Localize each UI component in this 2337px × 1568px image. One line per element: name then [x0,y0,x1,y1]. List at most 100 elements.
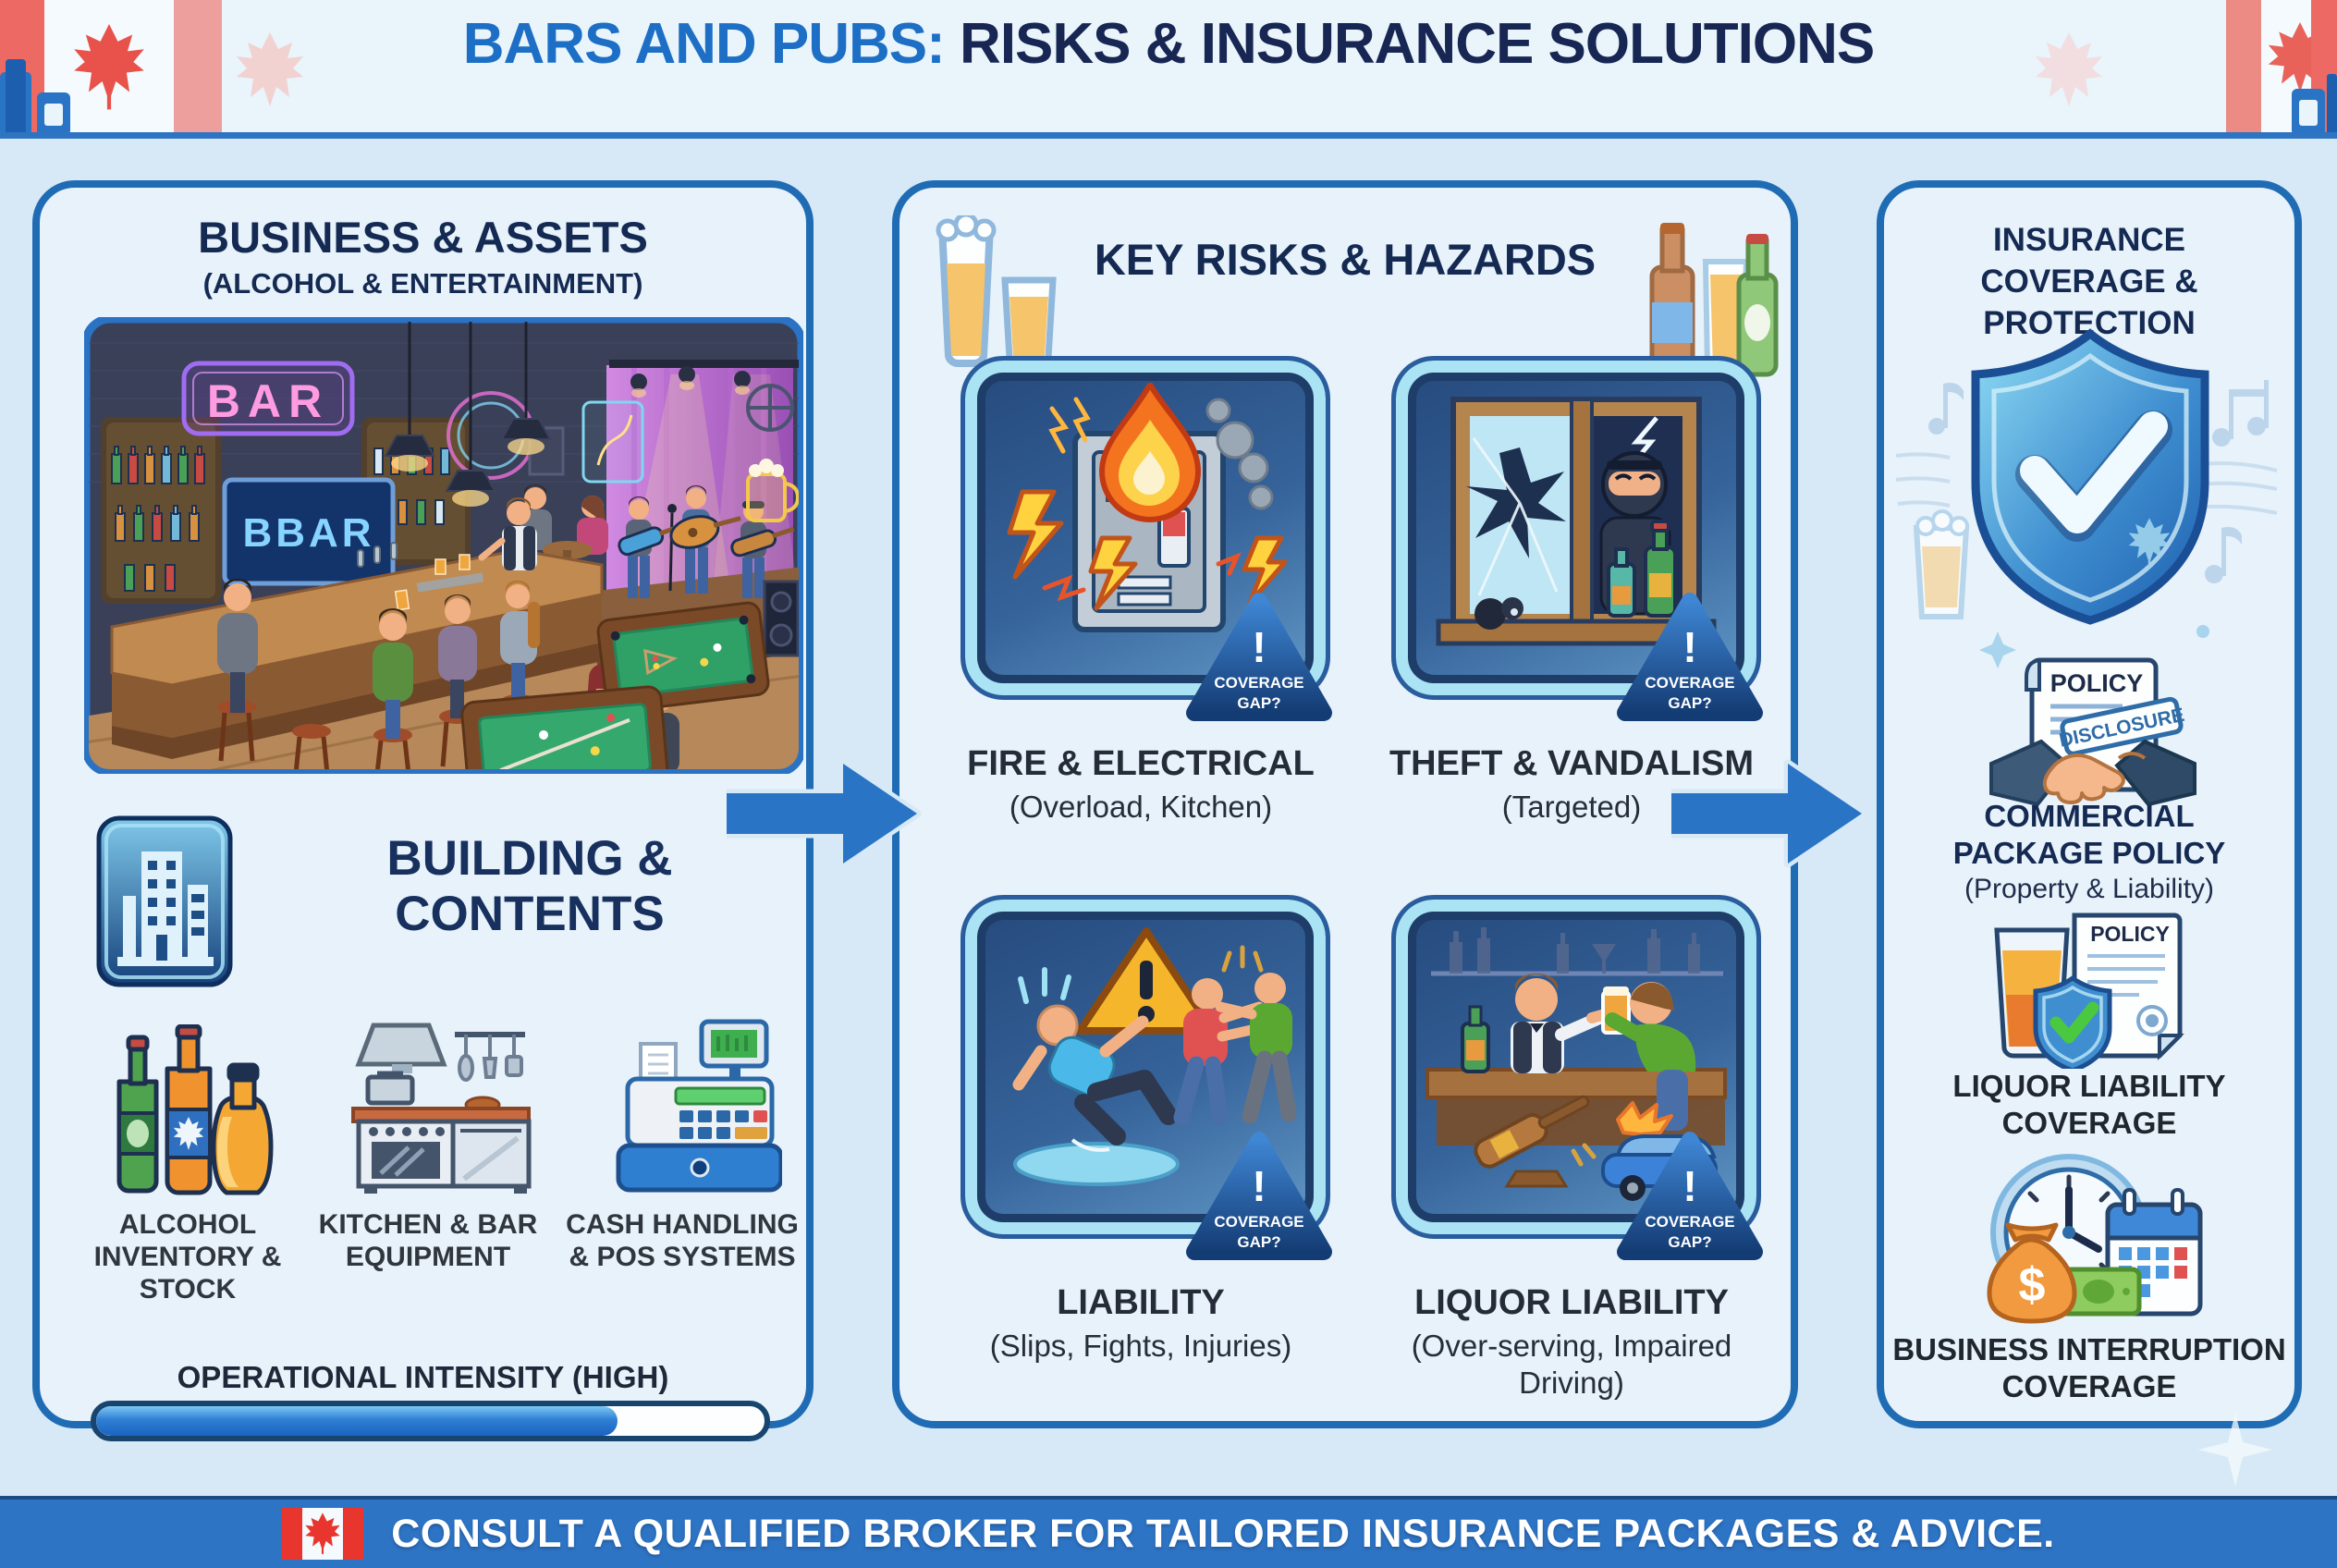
page-title-blue: BARS AND PUBS: [462,12,946,76]
risk-label-liquor: LIQUOR LIABILITY (Over-serving, Impaired… [1411,1283,1732,1400]
cash-register-icon [616,1019,782,1193]
screen-sign-text: BBAR [242,510,374,556]
money-bag-icon: $ [1987,1222,2077,1324]
svg-text:COVERAGE: COVERAGE [1645,1213,1734,1231]
asset-label: CASH HANDLING & POS SYSTEMS [566,1209,799,1272]
flame-icon [1099,383,1201,522]
buildings-decor-icon [0,59,70,136]
arrow-right-icon [727,759,922,868]
maple-leaf-icon [74,24,144,110]
bartender-icon [1511,974,1610,1073]
lightning-bolt-icon [1007,489,1288,611]
risk-label-liability: LIABILITY (Slips, Fights, Injuries) [989,1283,1292,1363]
canada-flag-icon [282,1508,364,1560]
footer-band: CONSULT A QUALIFIED BROKER FOR TAILORED … [0,1496,2337,1568]
coverage-commercial-label: COMMERCIAL PACKAGE POLICY (Property & Li… [1952,799,2226,904]
coverage-gap-badge: ! COVERAGE GAP? [1186,593,1332,721]
devices-decor-icon [2292,74,2337,136]
coverage-gap-badge: ! COVERAGE GAP? [1617,593,1763,721]
risk-label-fire: FIRE & ELECTRICAL (Overload, Kitchen) [967,744,1315,824]
crowbar-icon [1474,597,1523,630]
handshake-policy-icon: POLICY DISCLOSURE [1989,657,2196,807]
building-icon [96,815,233,987]
stove-icon [350,1023,531,1194]
page-title-dark: RISKS & INSURANCE SOLUTIONS [944,12,1875,76]
pool-table [460,685,669,769]
svg-text:!: ! [1682,1162,1696,1210]
band-members [618,485,795,598]
wheel-decor [746,384,794,432]
svg-text:GAP?: GAP? [1237,694,1280,712]
liquor-coverage-icon: POLICY [1994,913,2184,1069]
mini-shield-check-icon [2033,974,2112,1069]
svg-text:!: ! [1252,623,1266,671]
shelf-bottles [1450,927,1700,974]
beer-glasses-icon [936,215,1057,367]
svg-text:$: $ [2019,1258,2046,1312]
sparkle-icon [2198,1413,2272,1487]
coverage-gap-badge: ! COVERAGE GAP? [1617,1132,1763,1260]
building-contents-row: BUILDING & CONTENTS [95,815,779,990]
business-title: BUSINESS & ASSETS [198,213,648,262]
customer-icon [1605,982,1696,1131]
intensity-progress [91,1401,770,1441]
risk-label-theft: THEFT & VANDALISM (Targeted) [1389,744,1755,824]
arrow-right-icon [1671,759,1866,868]
svg-text:COVERAGE: COVERAGE [1645,674,1734,692]
risk-tile-theft: ! COVERAGE GAP? [1391,356,1763,721]
neon-sign-text: BAR [207,375,329,427]
beer-glasses [394,554,471,611]
smoke-icon [1205,398,1274,510]
stolen-bottles-icon [1607,520,1677,618]
panel-insurance: INSURANCE COVERAGE & PROTECTION [1877,180,2302,1428]
pendant-lamps [384,322,552,507]
asset-alcohol: ALCOHOL INVENTORY & STOCK [81,1015,294,1305]
footer-text: CONSULT A QUALIFIED BROKER FOR TAILORED … [391,1511,2055,1556]
shield-check-icon [1895,328,2278,668]
risk-tile-liquor: ! COVERAGE GAP? [1391,895,1763,1260]
bar-scene-illustration: BAR BBAR [81,314,806,777]
beer-glass-faint-icon [1913,509,1970,619]
svg-text:!: ! [1682,623,1696,671]
neon-beer-mug [746,459,799,522]
bottles-decor-icon [1649,223,1779,379]
asset-label: KITCHEN & BAR EQUIPMENT [318,1209,538,1272]
gavel-icon [1474,1095,1597,1188]
slipping-person-icon [1012,1004,1178,1152]
coverage-interruption-label: BUSINESS INTERRUPTION COVERAGE [1892,1332,2286,1403]
coverage-liquor-label: LIQUOR LIABILITY COVERAGE [1952,1069,2226,1140]
canada-flag-right [2036,0,2337,136]
warning-triangle-icon [1076,927,1217,1035]
intensity-label: OPERATIONAL INTENSITY (HIGH) [177,1360,669,1394]
handshake-icon [1989,739,2196,807]
policy-doc-label: POLICY [2050,669,2144,697]
canada-flag-left [0,0,303,136]
svg-text:!: ! [1252,1162,1266,1210]
business-subtitle: (ALCOHOL & ENTERTAINMENT) [202,267,643,300]
svg-text:COVERAGE: COVERAGE [1214,1213,1303,1231]
coverage-gap-badge: ! COVERAGE GAP? [1186,1132,1332,1260]
fighting-people-icon [1173,945,1297,1126]
svg-text:GAP?: GAP? [1668,694,1711,712]
policy-doc-label: POLICY [2090,922,2170,946]
liability-icon [1012,927,1297,1186]
page-title: BARS AND PUBS: RISKS & INSURANCE SOLUTIO… [0,9,2337,80]
building-contents-label: BUILDING & CONTENTS [386,831,673,941]
intensity-progress-fill [96,1406,618,1436]
asset-pos: CASH HANDLING & POS SYSTEMS [557,1015,807,1273]
panel-business-assets: BUSINESS & ASSETS (ALCOHOL & ENTERTAINME… [32,180,814,1441]
theft-vandalism-icon [1436,397,1717,646]
risks-title: KEY RISKS & HAZARDS [1094,235,1597,284]
header-divider [0,132,2337,139]
risk-tile-fire: ! COVERAGE GAP? [960,356,1332,721]
bar-screen: BBAR [222,477,396,586]
svg-text:GAP?: GAP? [1237,1233,1280,1251]
music-notes-icon [1928,380,2269,583]
svg-text:COVERAGE: COVERAGE [1214,674,1303,692]
business-interruption-icon: $ [1987,1154,2203,1324]
asset-kitchen: KITCHEN & BAR EQUIPMENT [312,1015,544,1273]
pool-table [596,601,770,714]
puddle-icon [1013,1142,1180,1186]
panel-key-risks: KEY RISKS & HAZARDS [892,180,1798,1428]
insurance-title: INSURANCE COVERAGE & PROTECTION [1980,222,2198,341]
